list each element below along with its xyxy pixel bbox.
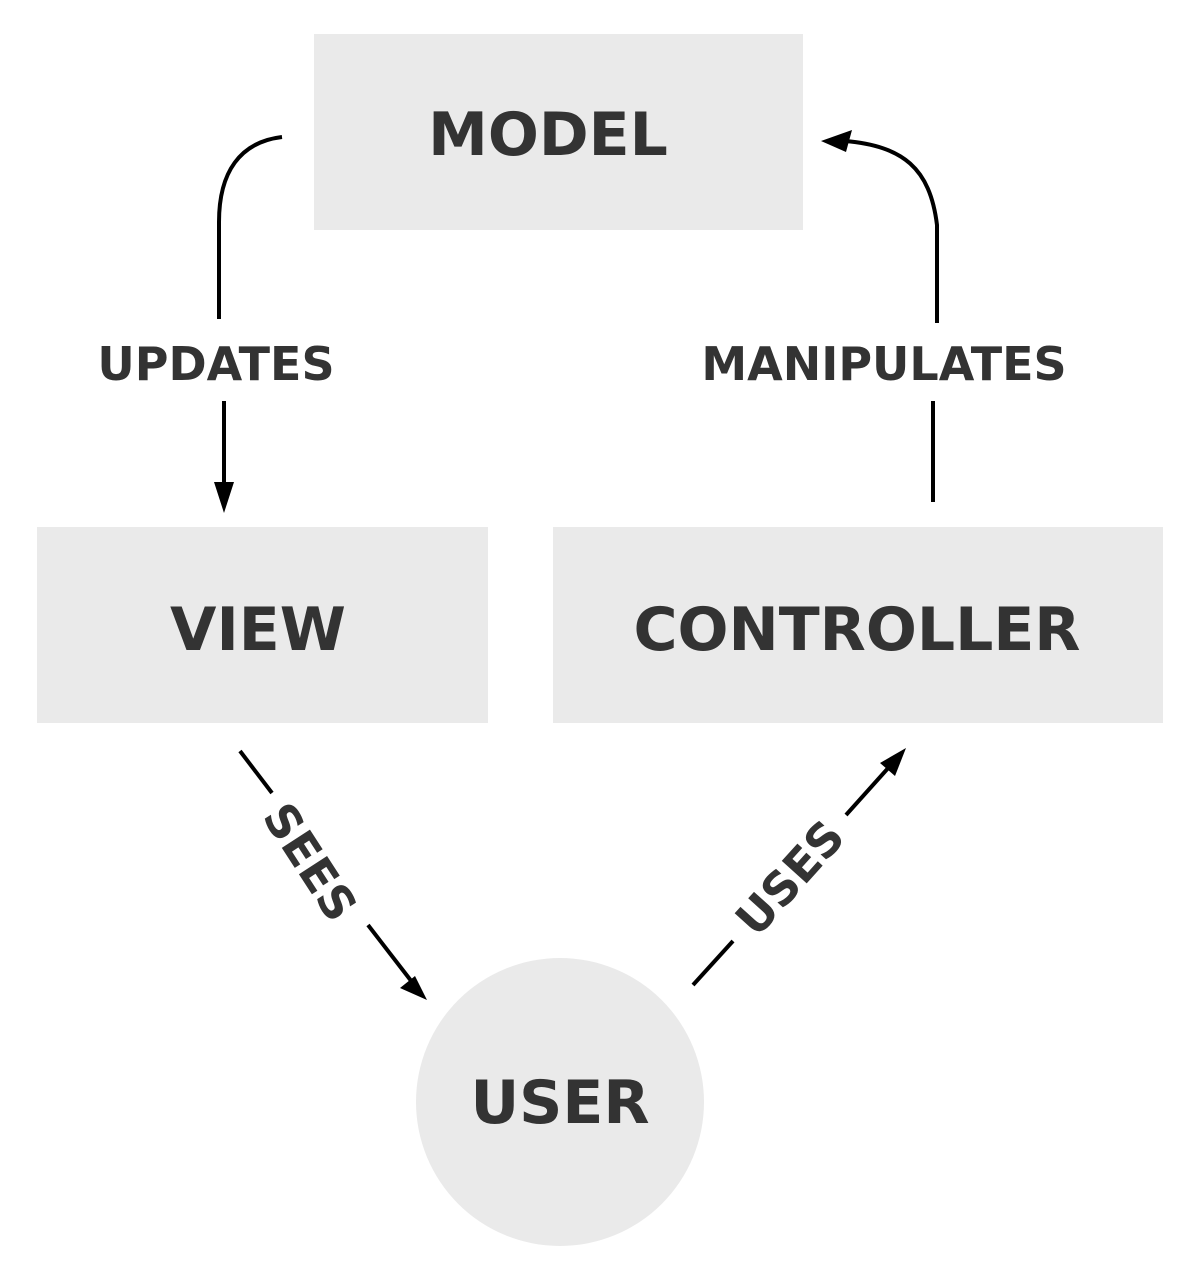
model-box [314, 34, 803, 230]
manipulates-arrow-icon [821, 130, 852, 152]
uses-line-lower [691, 939, 735, 987]
updates-line-upper [217, 135, 283, 319]
manipulates-edge: MANIPULATES [701, 130, 1067, 502]
sees-edge: SEES [238, 749, 427, 1000]
user-circle [416, 958, 704, 1246]
sees-line-upper [238, 749, 274, 795]
controller-node: CONTROLLER [553, 527, 1163, 723]
view-node: VIEW [37, 527, 488, 723]
user-label: USER [470, 1068, 649, 1138]
user-node: USER [416, 958, 704, 1246]
updates-label: UPDATES [97, 337, 334, 391]
manipulates-label: MANIPULATES [701, 337, 1066, 391]
uses-label: USES [725, 810, 855, 946]
uses-line-upper [844, 764, 892, 817]
controller-label: CONTROLLER [633, 595, 1080, 665]
view-box [37, 527, 488, 723]
updates-edge: UPDATES [97, 135, 335, 513]
view-label: VIEW [170, 595, 346, 665]
sees-arrow-icon [400, 976, 427, 1000]
sees-line-lower [366, 923, 414, 984]
model-label: MODEL [428, 100, 668, 170]
manipulates-line-upper [844, 139, 939, 323]
updates-arrow-icon [214, 482, 234, 513]
model-node: MODEL [314, 34, 803, 230]
uses-arrow-icon [880, 748, 906, 776]
sees-label: SEES [252, 793, 368, 931]
controller-box [553, 527, 1163, 723]
uses-edge: USES [691, 748, 906, 987]
